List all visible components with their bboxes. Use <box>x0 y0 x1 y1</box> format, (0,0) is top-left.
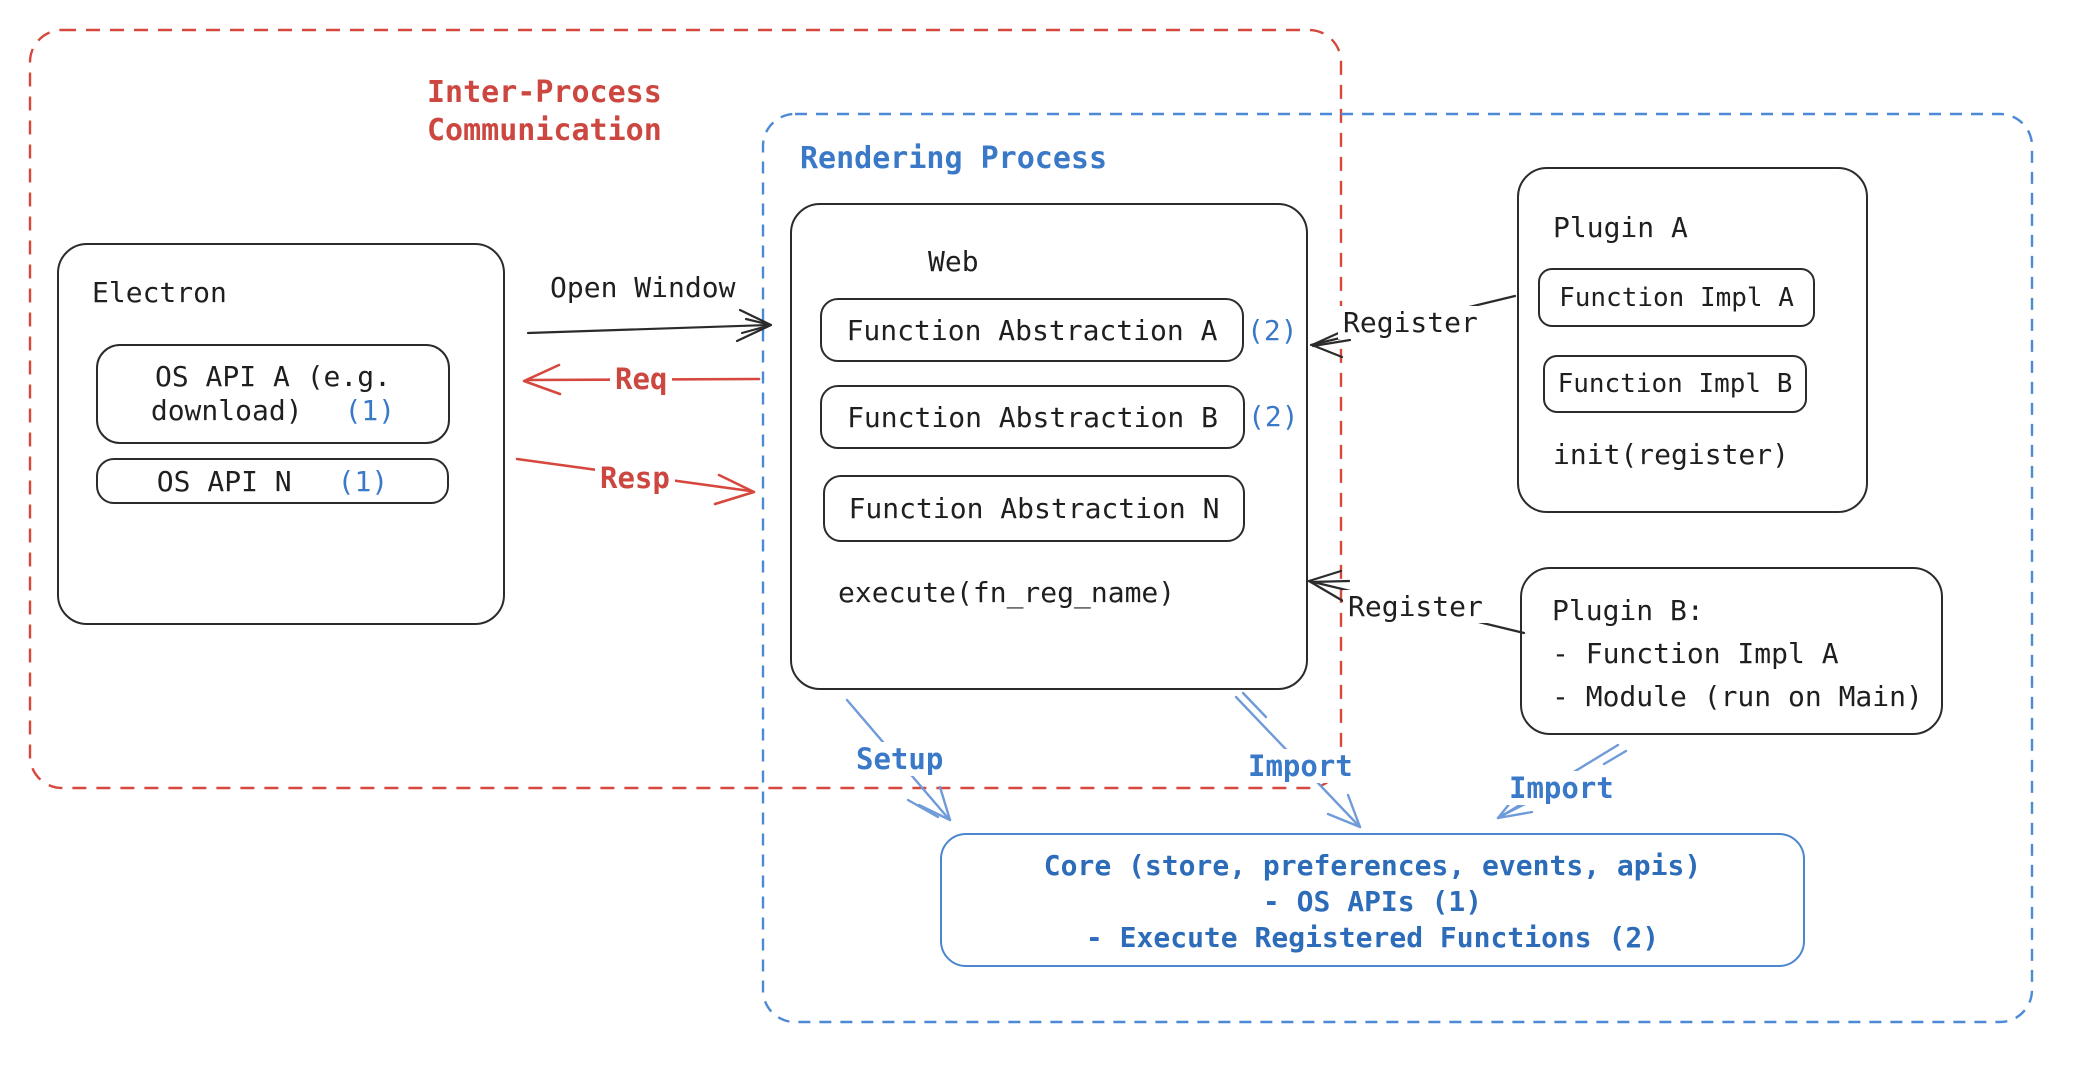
plugin-b-line-2: - Function Impl A <box>1552 637 1839 670</box>
import-left-label: Import <box>1243 749 1358 783</box>
function-abstraction-b-label: Function Abstraction B <box>847 400 1218 434</box>
os-api-a-label-line2: download) <box>150 394 303 427</box>
core-line-2: - OS APIs (1) <box>1262 885 1483 918</box>
register-top-label: Register <box>1338 306 1483 339</box>
import-right-label: Import <box>1504 771 1619 805</box>
req-label: Req <box>610 362 673 396</box>
os-api-a-badge: (1) <box>344 394 396 427</box>
os-api-a-label: OS API A (e.g. <box>154 360 391 393</box>
os-api-n-label: OS API N <box>156 464 292 498</box>
setup-label: Setup <box>851 742 949 776</box>
function-abstraction-b-badge: (2) <box>1248 400 1299 433</box>
function-impl-a-label: Function Impl A <box>1559 282 1794 313</box>
register-bottom-label: Register <box>1343 590 1488 623</box>
function-abstraction-n-label: Function Abstraction N <box>848 492 1220 525</box>
execute-label: execute(fn_reg_name) <box>838 576 1176 609</box>
function-abstraction-b-box: Function Abstraction B <box>820 385 1245 449</box>
function-abstraction-a-badge: (2) <box>1247 314 1298 347</box>
electron-title: Electron <box>92 276 227 309</box>
core-line-3: - Execute Registered Functions (2) <box>1085 921 1660 954</box>
function-abstraction-a-box: Function Abstraction A <box>820 298 1244 362</box>
function-abstraction-n-box: Function Abstraction N <box>823 475 1245 542</box>
ipc-region-label: Inter-Process Communication <box>427 75 662 148</box>
function-abstraction-a-label: Function Abstraction A <box>846 313 1218 347</box>
os-api-n-badge: (1) <box>337 464 389 498</box>
plugin-b-line-1: Plugin B: <box>1552 594 1704 627</box>
plugin-b-lines: Plugin B: - Function Impl A - Module (ru… <box>1552 589 1923 718</box>
core-lines: Core (store, preferences, events, apis) … <box>942 848 1803 956</box>
plugin-a-title: Plugin A <box>1553 211 1688 244</box>
os-api-a-box: OS API A (e.g. download) (1) <box>96 344 450 444</box>
os-api-n-box: OS API N (1) <box>96 458 449 504</box>
function-impl-b-box: Function Impl B <box>1543 355 1807 413</box>
core-box: Core (store, preferences, events, apis) … <box>940 833 1805 967</box>
plugin-b-line-3: - Module (run on Main) <box>1552 680 1923 713</box>
plugin-a-init-label: init(register) <box>1553 438 1790 471</box>
web-title: Web <box>928 245 979 278</box>
open-window-label: Open Window <box>550 271 736 304</box>
rendering-region-label: Rendering Process <box>800 141 1108 176</box>
function-impl-a-box: Function Impl A <box>1538 268 1815 327</box>
core-line-1: Core (store, preferences, events, apis) <box>1043 849 1702 882</box>
resp-label: Resp <box>595 461 675 495</box>
function-impl-b-label: Function Impl B <box>1557 369 1793 399</box>
open-window-arrow <box>526 308 773 343</box>
